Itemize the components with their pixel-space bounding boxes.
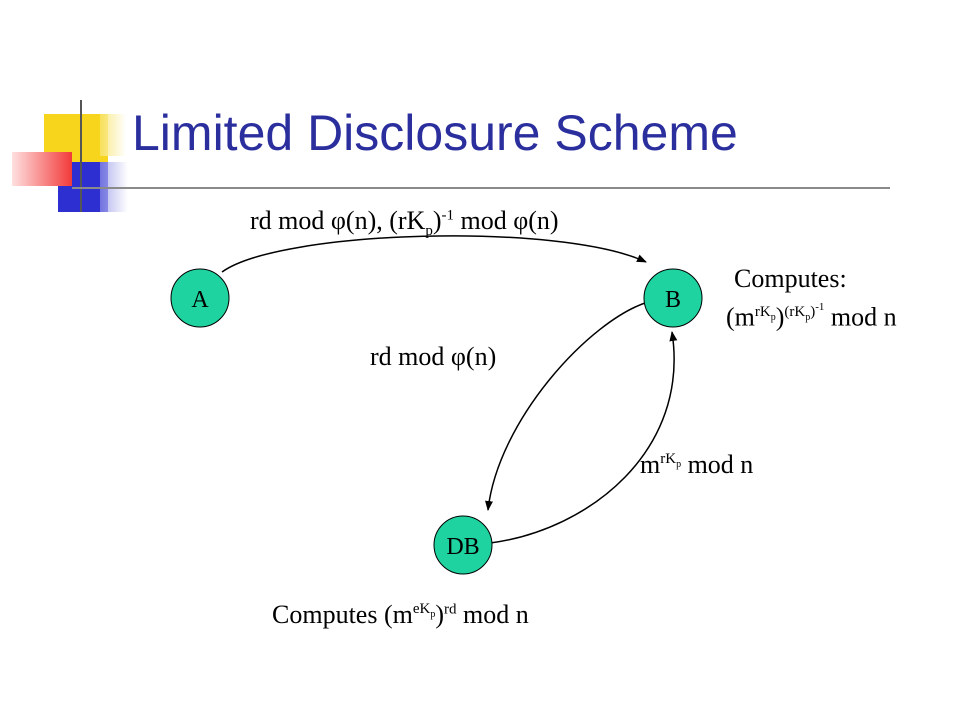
node-b-label: B (665, 287, 681, 313)
b-computes-close: ) (775, 302, 785, 332)
db-computes-close: ) (435, 600, 445, 629)
deco-vertical-line (80, 100, 82, 212)
edge-db-to-b (489, 331, 678, 544)
slide-title: Limited Disclosure Scheme (132, 105, 738, 161)
db-computes-rest: mod n (456, 600, 529, 629)
edge-db-to-b-sup-sub: p (676, 459, 682, 471)
title-underline (72, 187, 890, 189)
db-computes: Computes (meKp)rd mod n (272, 602, 529, 628)
edge-db-to-b-base: m (640, 450, 661, 479)
b-computes-sup2-exp: -1 (815, 301, 825, 313)
edge-a-to-b-sub: p (425, 223, 433, 240)
node-b: B (643, 268, 703, 328)
b-computes-open: (m (726, 302, 755, 332)
deco-yellow-glow (100, 114, 126, 156)
edge-b-to-db (485, 301, 649, 511)
phi-symbol: φ (450, 342, 466, 371)
b-computes-sup2-sub: p (805, 312, 811, 323)
edge-b-to-db-label: rd mod φ(n) (370, 344, 496, 370)
b-computes-line1: Computes: (734, 264, 847, 293)
edge-db-to-b-rest: mod n (681, 450, 754, 479)
node-db: DB (433, 515, 493, 575)
edge-db-to-b-label: mrKp mod n (640, 452, 753, 478)
db-computes-sup1-sub: p (430, 609, 436, 621)
b-computes-sup1: rK (754, 304, 771, 320)
edge-a-to-b (221, 235, 647, 273)
deco-red-square (12, 152, 72, 186)
b-computes-sup2a: (rK (784, 304, 806, 320)
edge-a-to-b-sup: -1 (441, 207, 455, 224)
edge-a-to-b-text-5: (n) (528, 206, 559, 235)
node-a: A (170, 268, 230, 328)
node-a-label: A (191, 287, 209, 313)
edge-a-to-b-text-3: ) (432, 206, 442, 235)
node-db-label: DB (446, 534, 479, 560)
b-computes-sup2b: ) (810, 304, 816, 320)
edge-a-to-b-label: rd mod φ(n), (rKp)-1 mod φ(n) (250, 208, 559, 239)
phi-symbol: φ (513, 206, 529, 235)
edge-a-to-b-text-1: rd mod (250, 206, 331, 235)
db-computes-lead: Computes (m (272, 600, 413, 629)
edge-b-to-db-text-2: (n) (465, 342, 497, 371)
db-computes-sup1: eK (412, 601, 431, 618)
b-computes-sup1-sub: p (770, 312, 776, 323)
edge-a-to-b-text-4: mod (454, 206, 514, 235)
b-computes-line2: (mrKp)(rKp)-1 mod n (726, 302, 897, 331)
db-computes-sup2: rd (444, 601, 457, 618)
edge-db-to-b-sup: rK (660, 451, 677, 468)
b-computes-rest: mod n (824, 302, 897, 332)
phi-symbol: φ (330, 206, 346, 235)
edge-b-to-db-text-1: rd mod (370, 342, 451, 371)
edge-a-to-b-text-2: (n), (rK (345, 206, 426, 235)
